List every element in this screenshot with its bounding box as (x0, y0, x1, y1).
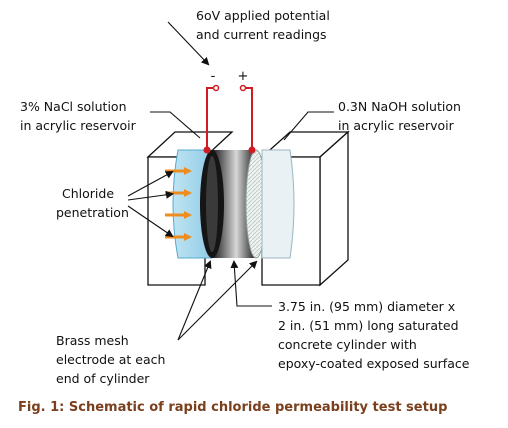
svg-text:Chloride: Chloride (62, 186, 114, 201)
svg-text:2 in. (51 mm) long saturated: 2 in. (51 mm) long saturated (278, 318, 459, 333)
svg-text:penetration: penetration (56, 205, 129, 220)
positive-terminal-label: + (238, 69, 249, 84)
negative-terminal-label: - (211, 69, 216, 84)
naoh-label: 0.3N NaOH solution in acrylic reservoir (338, 99, 461, 133)
svg-text:electrode at each: electrode at each (56, 352, 165, 367)
svg-text:0.3N NaOH solution: 0.3N NaOH solution (338, 99, 461, 114)
electrode-wires (203, 84, 256, 154)
brass-mesh-label: Brass mesh electrode at each end of cyli… (56, 333, 165, 386)
svg-text:in acrylic reservoir: in acrylic reservoir (20, 118, 137, 133)
svg-text:3% NaCl solution: 3% NaCl solution (20, 99, 127, 114)
applied-potential-label: 6oV applied potential and current readin… (196, 8, 330, 42)
svg-text:end of cylinder: end of cylinder (56, 371, 150, 386)
figure-caption: Fig. 1: Schematic of rapid chloride perm… (18, 400, 447, 415)
svg-text:3.75 in. (95 mm) diameter x: 3.75 in. (95 mm) diameter x (278, 299, 455, 314)
svg-text:6oV applied potential: 6oV applied potential (196, 8, 330, 23)
leader-lines (127, 21, 334, 341)
svg-text:and current readings: and current readings (196, 27, 327, 42)
svg-text:in acrylic reservoir: in acrylic reservoir (338, 118, 455, 133)
nacl-label: 3% NaCl solution in acrylic reservoir (20, 99, 137, 133)
naoh-solution (261, 149, 295, 259)
chloride-penetration-label: Chloride penetration (56, 186, 129, 220)
cylinder-label: 3.75 in. (95 mm) diameter x 2 in. (51 mm… (278, 299, 470, 371)
svg-text:Brass mesh: Brass mesh (56, 333, 129, 348)
svg-text:epoxy-coated exposed surface: epoxy-coated exposed surface (278, 356, 470, 371)
svg-text:concrete cylinder with: concrete cylinder with (278, 337, 417, 352)
